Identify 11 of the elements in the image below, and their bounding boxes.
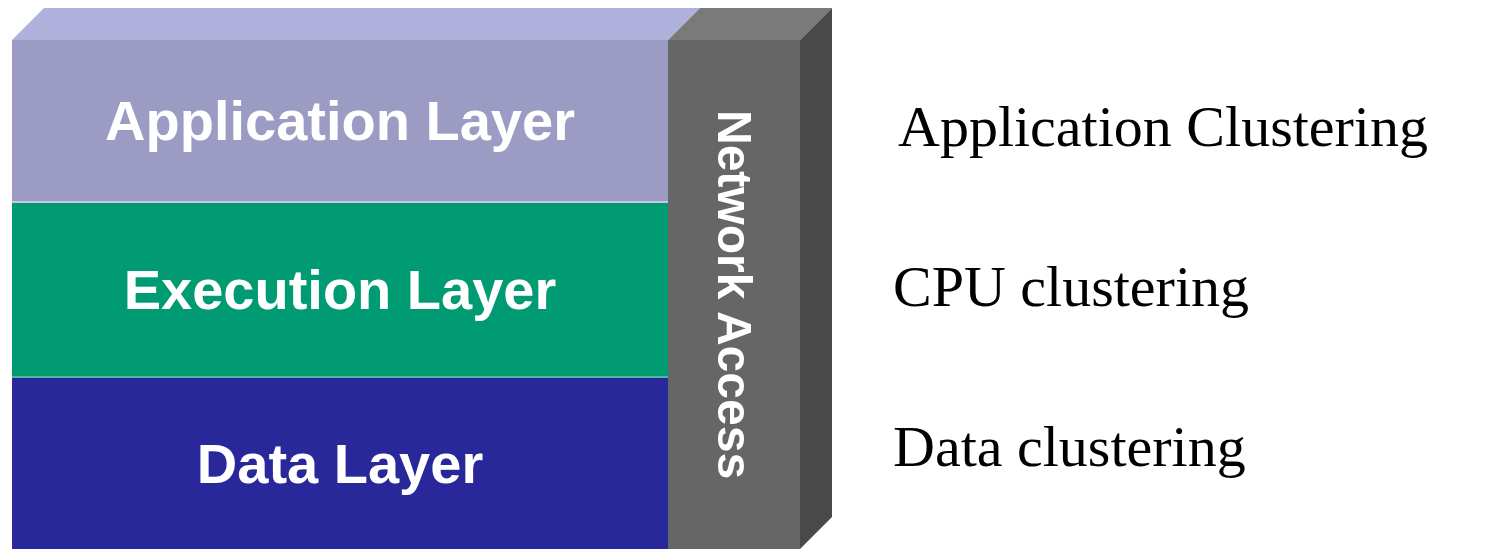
side-note: Data clustering	[893, 418, 1246, 476]
layer-band	[12, 378, 668, 549]
layer-label: Data Layer	[196, 431, 484, 496]
vertical-label: Network Access	[706, 109, 762, 480]
side-note: CPU clustering	[893, 258, 1250, 316]
layer-band	[12, 203, 668, 378]
access-column	[668, 40, 800, 549]
side-note: Application Clustering	[898, 98, 1428, 156]
layer-label: Application Layer	[105, 88, 575, 153]
layer-label: Execution Layer	[123, 257, 557, 322]
layer-band	[12, 40, 668, 203]
